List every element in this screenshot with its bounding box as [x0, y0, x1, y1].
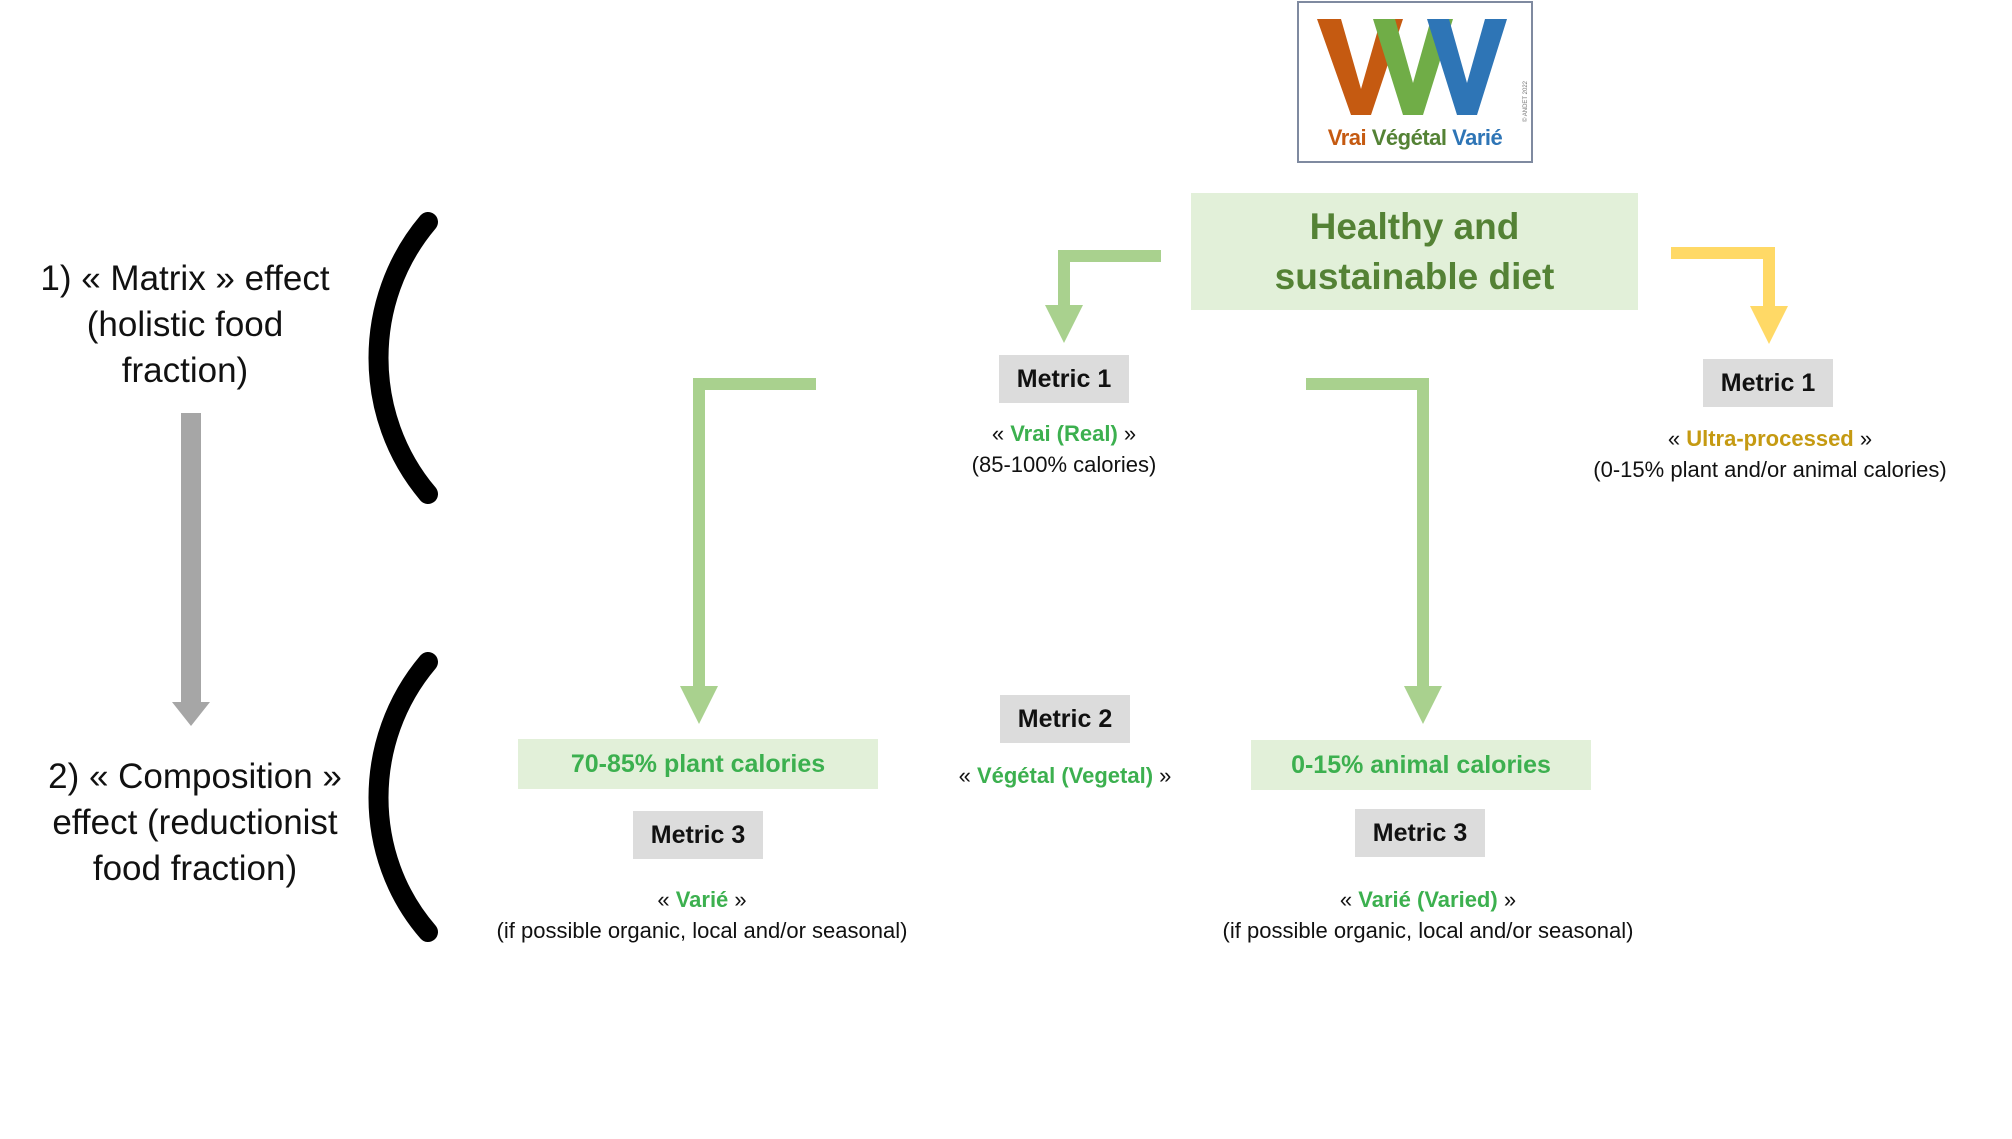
metric1-real-term-line: « Vrai (Real) » — [991, 421, 1137, 446]
green-arrow-to-animal-calories — [1306, 378, 1442, 724]
metric1-ultra-description: « Ultra-processed » (0-15% plant and/or … — [1565, 423, 1975, 485]
metric1-ultra-term: Ultra-processed — [1686, 426, 1854, 451]
metric3-left-detail: (if possible organic, local and/or seaso… — [496, 918, 908, 943]
green-arrow-to-plant-calories — [680, 378, 816, 724]
metric3-right-term: Varié (Varied) — [1358, 887, 1498, 912]
metric3-left-term: Varié — [675, 887, 729, 912]
metric2-badge: Metric 2 — [1000, 695, 1130, 743]
yellow-arrow-to-metric1-ultra — [1671, 247, 1788, 344]
main-box-line-1: Healthy and — [1309, 205, 1520, 247]
composition-effect-line-1: 2) « Composition » — [48, 757, 342, 796]
metric3-right-detail: (if possible organic, local and/or seaso… — [1222, 918, 1634, 943]
logo-wordmark: Vrai Végétal Varié — [1299, 125, 1531, 151]
vvv-logo-mark — [1317, 19, 1507, 115]
metric1-ultra-detail: (0-15% plant and/or animal calories) — [1593, 457, 1947, 482]
plant-calories-box: 70-85% plant calories — [518, 739, 878, 789]
composition-effect-line-3: food fraction) — [92, 849, 298, 888]
metric1-real-detail: (85-100% calories) — [971, 452, 1157, 477]
matrix-effect-label: 1) « Matrix » effect (holistic food frac… — [20, 256, 350, 394]
metric1-real-term: Vrai (Real) — [1010, 421, 1118, 446]
metric1-real-description: « Vrai (Real) » (85-100% calories) — [904, 418, 1224, 480]
metric1-ultra-term-line: « Ultra-processed » — [1667, 426, 1873, 451]
bracket-composition — [368, 652, 438, 942]
composition-effect-line-2: effect (reductionist — [52, 803, 338, 842]
metric1-ultra-badge: Metric 1 — [1703, 359, 1833, 407]
main-box-line-2: sustainable diet — [1274, 255, 1555, 297]
metric3-right-badge: Metric 3 — [1355, 809, 1485, 857]
metric2-term-line: « Végétal (Vegetal) » — [958, 763, 1172, 788]
metric3-right-term-line: « Varié (Varied) » — [1339, 887, 1517, 912]
matrix-effect-line-2: (holistic food — [86, 305, 284, 344]
matrix-effect-line-1: 1) « Matrix » effect — [40, 259, 330, 298]
logo-word-vrai: Vrai — [1327, 125, 1367, 150]
logo-word-varie: Varié — [1452, 125, 1503, 150]
grey-down-arrow — [172, 413, 210, 726]
bracket-matrix — [368, 212, 438, 504]
composition-effect-label: 2) « Composition » effect (reductionist … — [30, 754, 360, 892]
metric3-left-description: « Varié » (if possible organic, local an… — [472, 884, 932, 946]
metric3-right-description: « Varié (Varied) » (if possible organic,… — [1198, 884, 1658, 946]
metric1-real-badge: Metric 1 — [999, 355, 1129, 403]
green-arrow-to-metric1-real — [1045, 250, 1161, 343]
metric3-left-term-line: « Varié » — [657, 887, 747, 912]
metric2-term: Végétal (Vegetal) — [976, 763, 1154, 788]
logo-word-vegetal: Végétal — [1371, 125, 1447, 150]
vvv-logo: Vrai Végétal Varié © ANDET 2022 — [1297, 1, 1533, 163]
matrix-effect-line-3: fraction) — [121, 351, 249, 390]
healthy-sustainable-diet-box: Healthy and sustainable diet — [1191, 193, 1638, 310]
metric3-left-badge: Metric 3 — [633, 811, 763, 859]
animal-calories-box: 0-15% animal calories — [1251, 740, 1591, 790]
metric2-description: « Végétal (Vegetal) » — [910, 760, 1220, 791]
